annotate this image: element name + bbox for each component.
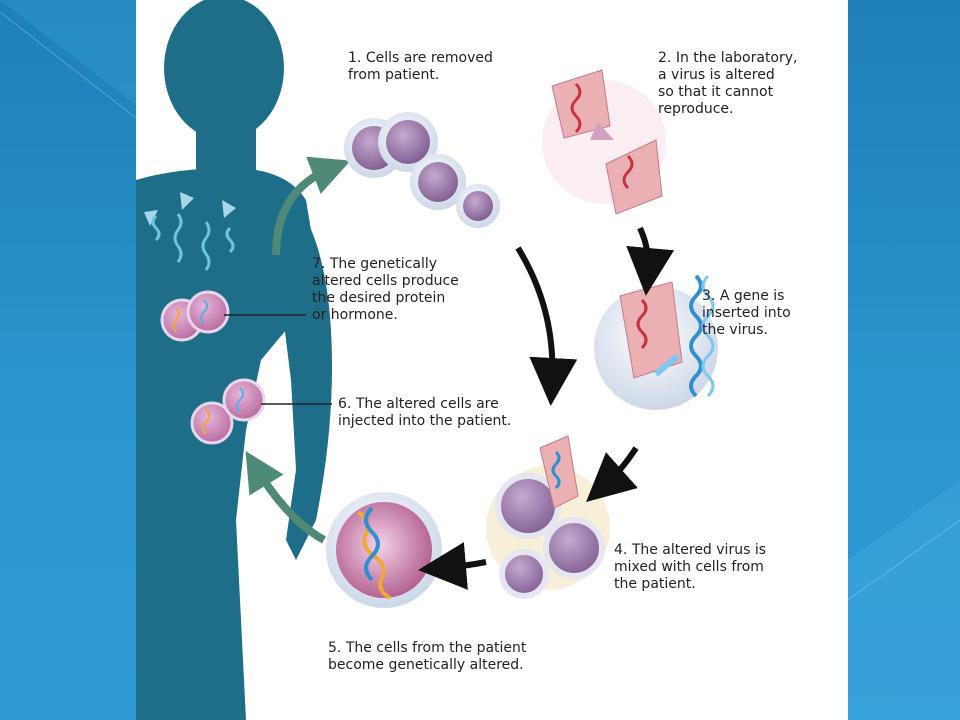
step-4-text: The altered virus is mixed with cells fr… [614,542,767,592]
step-4-label: 4. The altered virus is mixed with cells… [614,542,766,593]
black-arrow-1-to-4 [515,246,578,406]
step-6-label: 6. The altered cells are injected into t… [338,396,511,430]
gene-therapy-figure: 1. Cells are removed from patient. 2. In… [136,0,848,720]
green-arrow-cells-in [245,450,326,544]
step-3-text: A gene is inserted into the virus. [702,288,791,338]
step-5-number: 5. [328,640,342,656]
step-4-number: 4. [614,542,628,558]
green-arrow-cells-out [272,156,351,256]
step-7-text: The genetically altered cells produce th… [312,256,459,323]
protein-release-icons [144,192,236,271]
virus-alteration-illustration [542,69,666,215]
step-6-text: The altered cells are injected into the … [338,396,512,429]
step-2-number: 2. [658,50,672,66]
step-5-text: The cells from the patient become geneti… [328,640,527,673]
gene-insertion-illustration [594,274,718,410]
step-5-label: 5. The cells from the patient become gen… [328,640,526,674]
altered-cells-producing-protein [160,290,230,342]
step-1-number: 1. [348,50,362,66]
step-1-text: Cells are removed from patient. [348,50,493,83]
step-6-number: 6. [338,396,352,412]
step-3-label: 3. A gene is inserted into the virus. [702,288,791,339]
black-arrow-4-to-5 [418,542,487,590]
black-arrow-3-to-4 [586,446,639,502]
step-7-number: 7. [312,256,326,272]
step-7-label: 7. The genetically altered cells produce… [312,256,459,324]
gene-therapy-diagram [136,0,718,720]
step-2-label: 2. In the laboratory, a virus is altered… [658,50,798,118]
step-1-label: 1. Cells are removed from patient. [348,50,493,84]
virus-cell-mixing-illustration [486,435,610,599]
genetically-altered-cell [326,492,442,608]
black-arrow-2-to-3 [626,226,675,296]
removed-cells-cluster [344,112,500,228]
injected-altered-cells [190,378,266,445]
step-2-text: In the laboratory, a virus is altered so… [658,50,798,117]
step-3-number: 3. [702,288,716,304]
human-body-silhouette [136,0,332,720]
